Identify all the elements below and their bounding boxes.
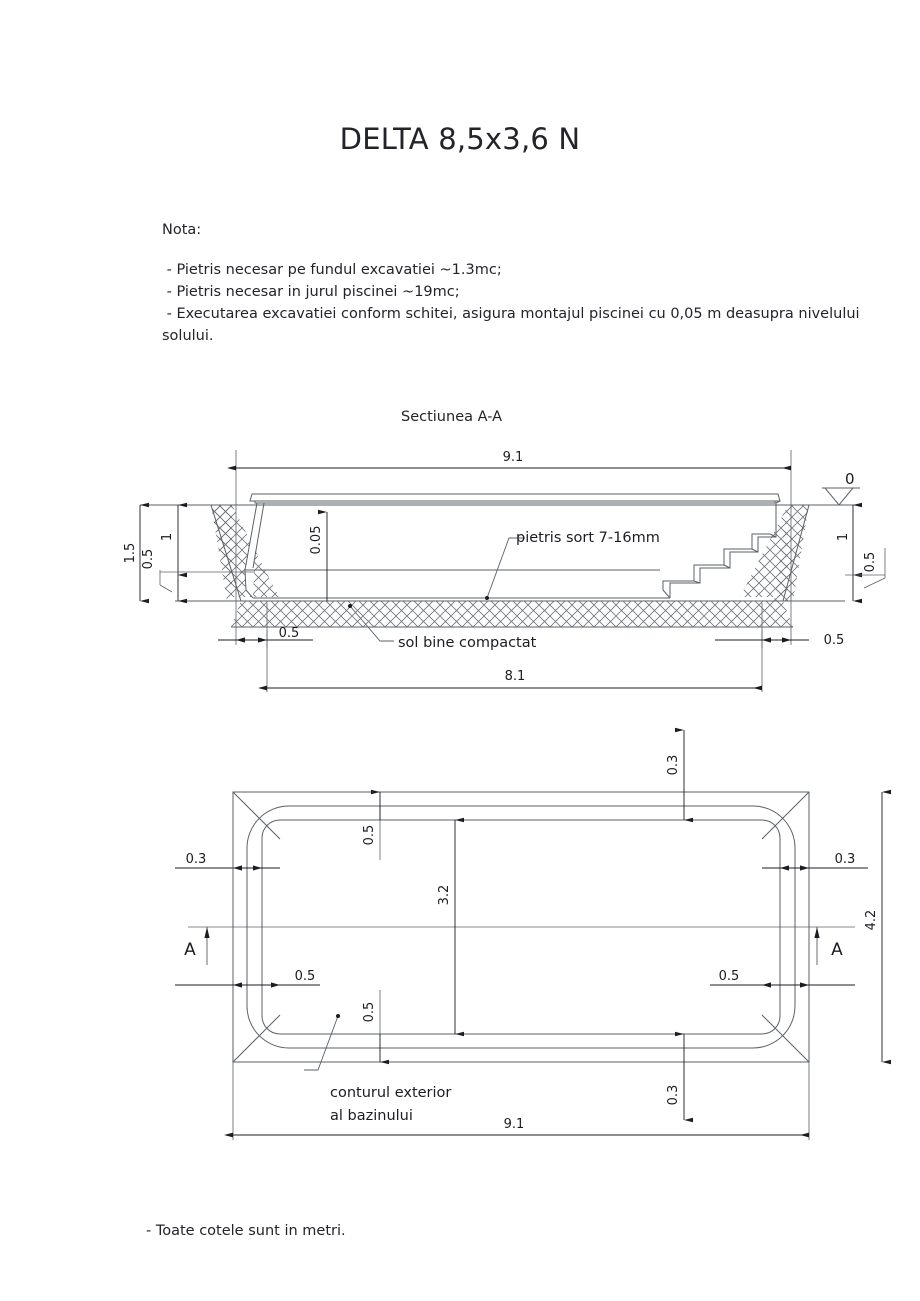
dim-bottom-width: 8.1: [258, 603, 763, 692]
dim-bottom-offset-right-label: 0.5: [824, 633, 845, 648]
dim-plan-top-inner-label: 0.5: [362, 825, 377, 846]
dim-plan-left-inner-label: 0.5: [295, 969, 316, 984]
dim-bottom-width-label: 8.1: [505, 669, 526, 684]
dim-pool-above-ground: 0.05: [309, 509, 328, 601]
dim-top-width: 9.1: [227, 450, 792, 500]
dim-plan-bottom-gap-label: 0.3: [666, 1085, 681, 1106]
dim-plan-left-gap: 0.3: [175, 792, 280, 880]
dim-left-upper-label: 1: [160, 533, 175, 541]
dim-left-total-depth: 1.5: [123, 502, 149, 604]
dim-bottom-offset-right: 0.5: [715, 500, 844, 648]
section-mark-left: A: [184, 927, 210, 965]
dim-plan-overall-width-label: 4.2: [864, 910, 879, 931]
dim-left-lower: 0.5: [141, 549, 255, 604]
dim-plan-right-gap-label: 0.3: [835, 852, 856, 867]
dim-right-upper: 1: [836, 502, 862, 578]
dim-left-lower-label: 0.5: [141, 549, 156, 570]
section-view-caption: Sectiunea A-A: [401, 409, 503, 425]
note-item-1: - Pietris necesar pe fundul excavatiei ~…: [162, 262, 502, 278]
dim-plan-right-gap: 0.3: [762, 852, 868, 871]
gravel-label: pietris sort 7-16mm: [516, 530, 660, 546]
pool-body-section: [244, 493, 781, 599]
dim-plan-overall-length: 9.1: [224, 1062, 810, 1140]
ground-level-label: 0: [845, 470, 855, 488]
dim-right-lower-label: 0.5: [863, 552, 878, 573]
dim-plan-left-gap-label: 0.3: [186, 852, 207, 867]
dim-plan-left-inner: 0.5: [175, 969, 320, 988]
note-item-2: - Pietris necesar in jurul piscinei ~19m…: [162, 284, 460, 300]
dim-bottom-offset-left-label: 0.5: [279, 626, 300, 641]
dim-plan-top-gap-label: 0.3: [666, 755, 681, 776]
page-title: DELTA 8,5x3,6 N: [339, 122, 581, 156]
dim-left-total-label: 1.5: [123, 543, 138, 564]
section-mark-right-label: A: [831, 940, 843, 960]
dim-plan-bottom-gap: 0.3: [666, 1031, 693, 1123]
excavation-outline: [140, 504, 860, 628]
notes-heading: Nota:: [162, 222, 202, 238]
dim-plan-overall-length-label: 9.1: [504, 1117, 525, 1132]
dim-left-upper: 1: [160, 502, 187, 578]
section-mark-right: A: [814, 927, 843, 965]
leader-gravel: pietris sort 7-16mm: [485, 530, 660, 600]
leader-compacted-soil: sol bine compactat: [348, 604, 537, 651]
dim-plan-top-gap: 0.3: [666, 727, 693, 823]
dim-top-width-label: 9.1: [503, 450, 524, 465]
section-mark-left-label: A: [184, 940, 196, 960]
note-item-3: - Executarea excavatiei conform schitei,…: [162, 306, 865, 344]
dim-right-lower: 0.5: [845, 548, 886, 604]
dim-right-upper-label: 1: [836, 533, 851, 541]
dim-plan-bottom-inner: 0.5: [362, 990, 389, 1065]
dim-plan-pool-width-label: 3.2: [437, 885, 452, 906]
excavation-hatch-region: [211, 505, 809, 627]
notes-block: Nota: - Pietris necesar pe fundul excava…: [162, 219, 862, 347]
dim-plan-overall-width: 4.2: [864, 789, 891, 1065]
dim-plan-pool-width: 3.2: [437, 817, 464, 1037]
compacted-soil-label: sol bine compactat: [398, 635, 537, 651]
pool-outline-label-line1: conturul exterior: [330, 1085, 451, 1101]
dim-pool-above-ground-label: 0.05: [309, 526, 324, 555]
dim-bottom-offset-left: 0.5: [218, 500, 313, 648]
units-note: - Toate cotele sunt in metri.: [146, 1223, 346, 1239]
leader-pool-outline: conturul exterior al bazinului: [304, 1014, 451, 1124]
dim-plan-right-inner: 0.5: [710, 969, 855, 988]
pool-outline-label-line2: al bazinului: [330, 1108, 413, 1124]
dim-plan-bottom-inner-label: 0.5: [362, 1002, 377, 1023]
dim-plan-top-inner: 0.5: [362, 789, 381, 860]
plan-view-drawing: 0.3 0.3 0.5 0.5 3.2: [0, 720, 920, 1180]
dim-plan-right-inner-label: 0.5: [719, 969, 740, 984]
section-view-drawing: 9.1 8.1 0.5 0.5 1.5: [123, 450, 886, 692]
ground-level-symbol: 0: [822, 470, 860, 506]
